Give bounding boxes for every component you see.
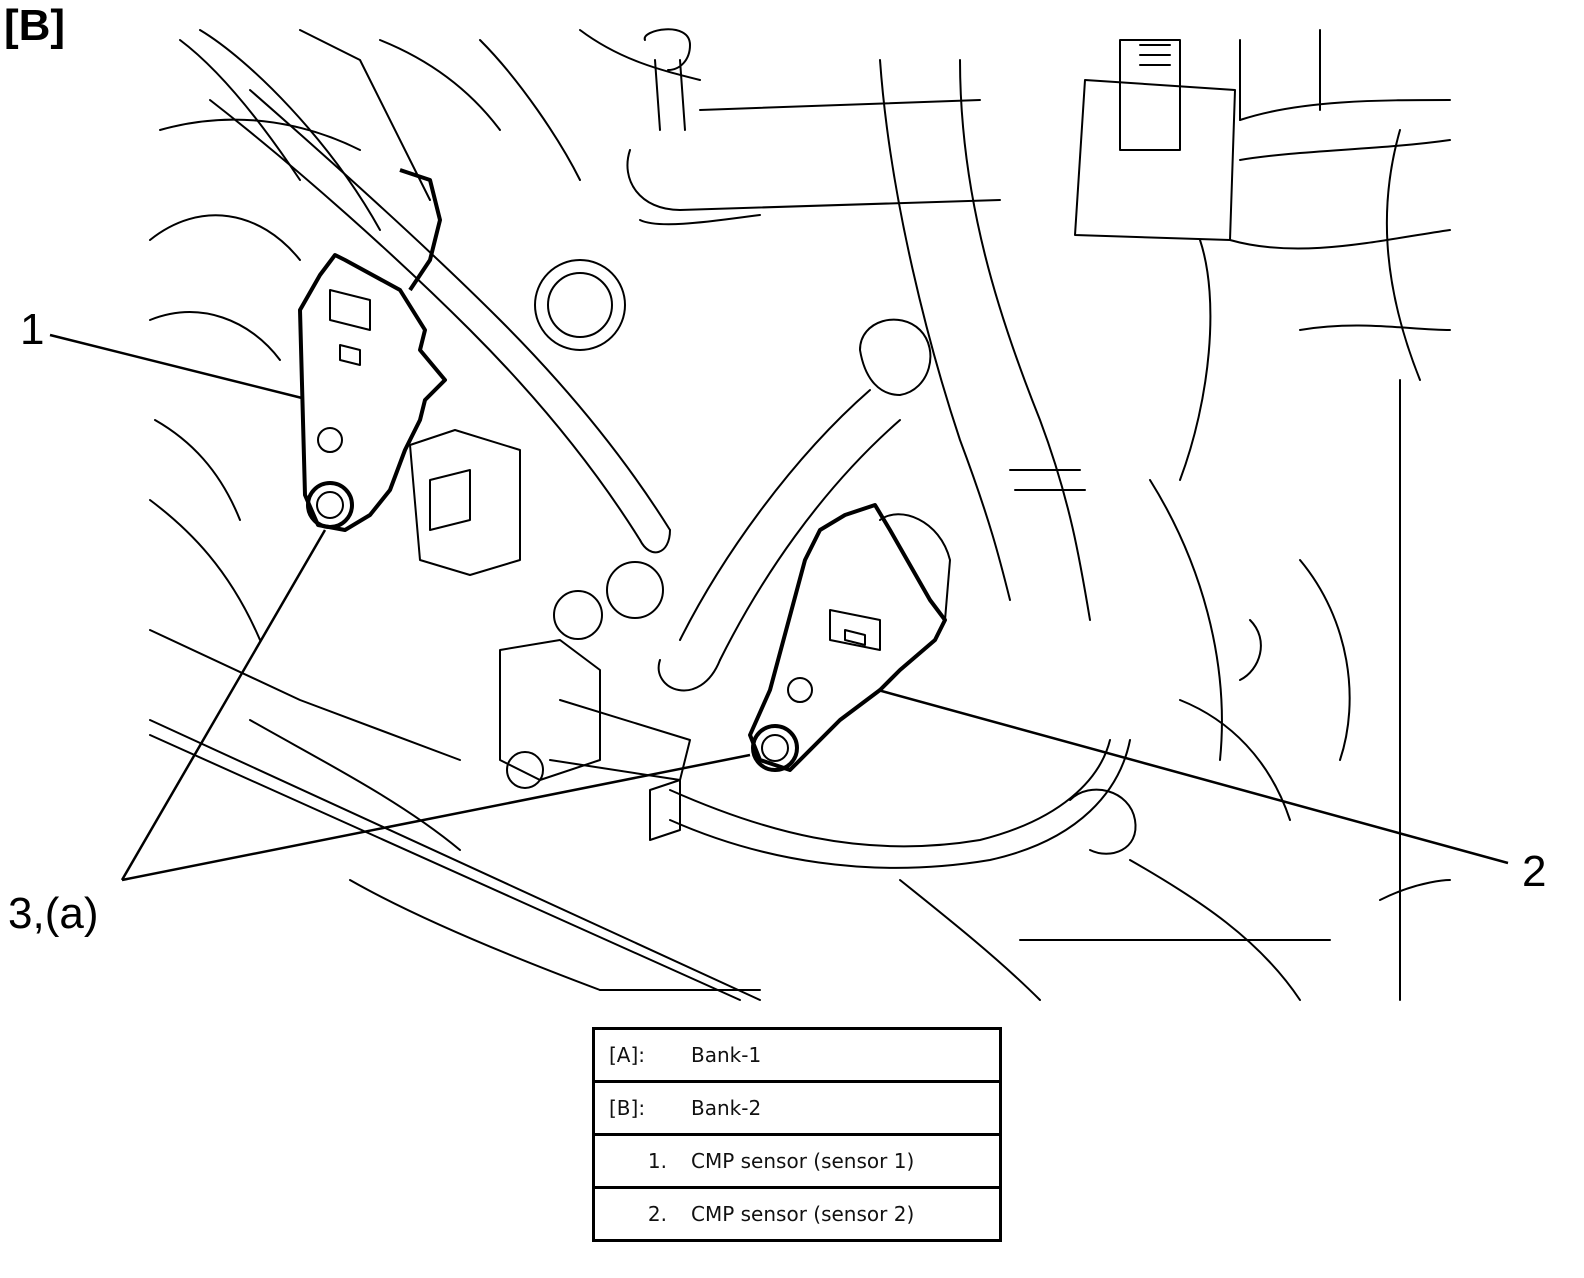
- legend-desc: CMP sensor (sensor 2): [691, 1202, 915, 1226]
- panel-label: [B]: [4, 1, 66, 50]
- leader-line-1: [49, 333, 303, 400]
- engine-background-lines: [149, 28, 1451, 1001]
- callout-2: 2: [1522, 847, 1547, 896]
- legend-table: [A]: Bank-1 [B]: Bank-2 1. CMP sensor (s…: [592, 1027, 1002, 1242]
- legend-row: 2. CMP sensor (sensor 2): [594, 1188, 1001, 1241]
- legend-desc: Bank-2: [691, 1081, 1001, 1136]
- legend-row: [B]: Bank-2: [593, 1081, 1001, 1136]
- cmp-sensor-2: [748, 503, 951, 772]
- cmp-sensor-1: [298, 168, 447, 532]
- engine-line-drawing: [49, 28, 1509, 1001]
- callout-1: 1: [20, 305, 45, 354]
- legend-desc: CMP sensor (sensor 1): [691, 1134, 1001, 1189]
- leader-lines: [49, 333, 1509, 882]
- legend-key: 2.: [647, 1202, 667, 1226]
- legend-desc: Bank-1: [691, 1028, 1001, 1083]
- callout-3a: 3,(a): [8, 889, 99, 938]
- legend-row: 1. CMP sensor (sensor 1): [593, 1134, 1001, 1189]
- leader-line-3a: [120, 529, 327, 881]
- legend-row: [A]: Bank-1: [593, 1028, 1001, 1083]
- legend-key: [B]:: [593, 1081, 691, 1136]
- legend-key: 1.: [593, 1134, 691, 1189]
- legend-key: [A]:: [593, 1028, 691, 1083]
- leader-line-3b: [121, 753, 751, 882]
- leader-line-2: [877, 688, 1509, 865]
